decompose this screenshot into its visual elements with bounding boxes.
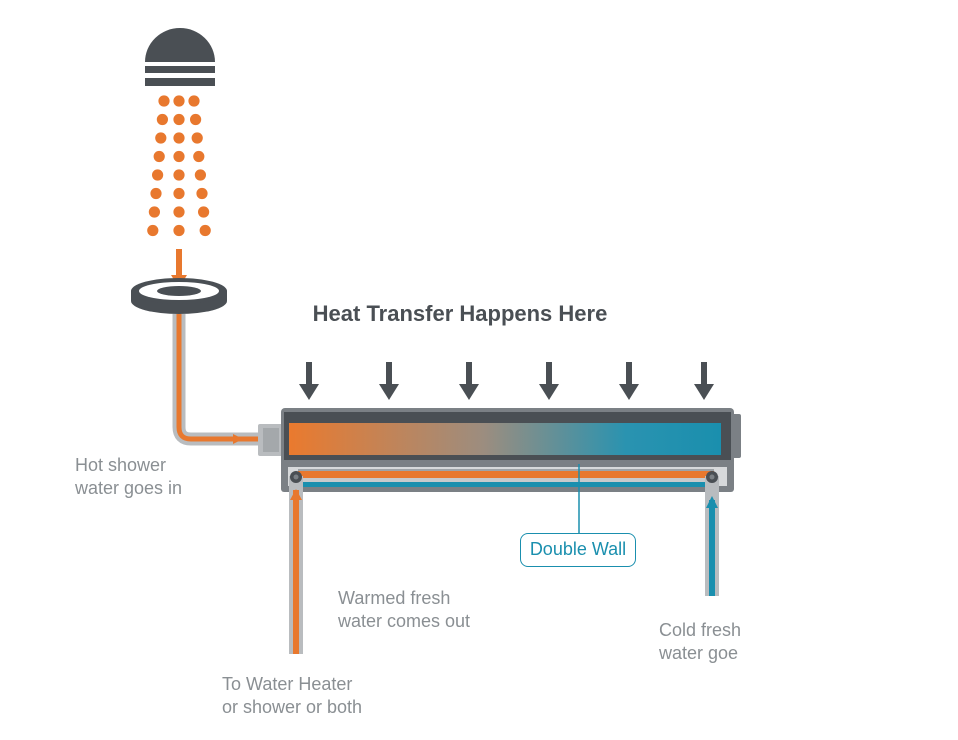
water-drop	[199, 224, 211, 237]
water-drop	[173, 132, 185, 144]
water-drop	[147, 224, 159, 237]
water-drop	[191, 132, 203, 144]
page-title: Heat Transfer Happens Here	[312, 301, 608, 326]
water-drop	[190, 113, 202, 126]
water-drop	[153, 150, 165, 163]
water-drop	[173, 224, 185, 237]
water-drop	[148, 206, 160, 218]
heat-down-arrow-icon	[459, 362, 479, 400]
heat-down-arrow-icon	[379, 362, 399, 400]
water-drop	[173, 150, 185, 163]
warmed-water-outlet-pipe	[289, 471, 303, 654]
double-wall-callout: Double Wall	[520, 533, 636, 567]
water-drop	[150, 187, 162, 200]
shower-head-icon	[145, 28, 215, 86]
to-water-heater-label: To Water Heater or shower or both	[222, 674, 363, 717]
water-drop	[188, 95, 200, 107]
heat-input-arrows	[299, 362, 714, 400]
water-drop	[198, 206, 210, 218]
water-drop	[173, 187, 185, 200]
shower-water-drops	[147, 95, 211, 237]
water-drop	[196, 187, 208, 200]
water-drop	[173, 206, 185, 218]
hot-flow-arrow-icon	[233, 434, 243, 444]
heat-down-arrow-icon	[539, 362, 559, 400]
drain-icon	[131, 278, 227, 314]
water-drop	[155, 132, 167, 144]
water-drop	[173, 95, 185, 107]
hot-drain-pipe	[172, 314, 262, 446]
water-drop	[194, 169, 206, 181]
water-drop	[158, 95, 170, 107]
double-wall-pipe	[298, 469, 714, 487]
heat-down-arrow-icon	[299, 362, 319, 400]
cold-water-in-label: Cold fresh water goe	[659, 620, 742, 663]
water-drop	[193, 150, 205, 163]
water-drop	[173, 169, 185, 181]
heat-down-arrow-icon	[619, 362, 639, 400]
heat-down-arrow-icon	[694, 362, 714, 400]
warmed-water-out-label: Warmed fresh water comes out	[338, 588, 471, 631]
water-drop	[152, 169, 164, 181]
water-drop	[173, 113, 185, 126]
hot-water-in-label: Hot shower water goes in	[75, 455, 183, 498]
water-drop	[156, 113, 168, 126]
inlet-connector	[258, 424, 284, 456]
cold-water-inlet-pipe	[705, 471, 719, 596]
